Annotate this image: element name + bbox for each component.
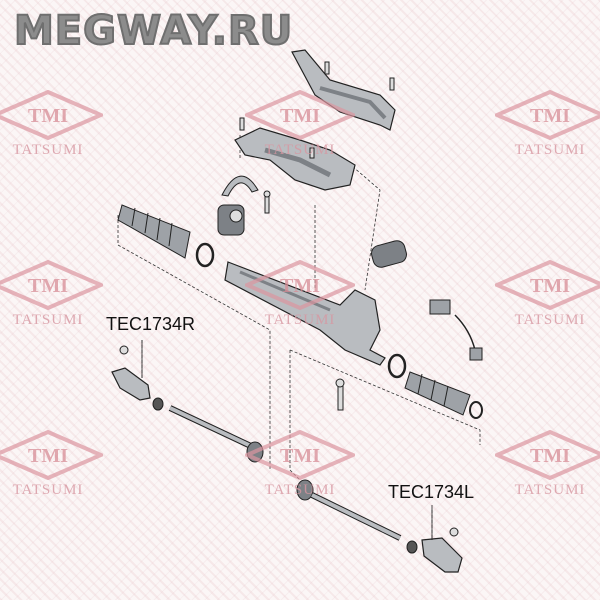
tie-rod-end-left bbox=[406, 527, 463, 573]
tie-rod-end-right bbox=[111, 345, 164, 411]
site-watermark: MEGWAY.RU bbox=[13, 7, 294, 55]
part-label-tec1734l: TEC1734L bbox=[388, 482, 475, 502]
left-boot bbox=[117, 204, 215, 268]
inner-tie-rod-left bbox=[296, 479, 402, 541]
inner-tie-rod-right bbox=[168, 405, 264, 463]
upper-heat-shield bbox=[291, 49, 396, 131]
bolts bbox=[239, 61, 395, 411]
guide-lines bbox=[117, 135, 481, 540]
right-boot bbox=[387, 353, 483, 419]
rack-housing bbox=[224, 261, 386, 366]
mounting-clamp bbox=[221, 175, 259, 197]
pinion-seal bbox=[371, 240, 407, 268]
sensor-connector bbox=[429, 299, 483, 361]
part-label-tec1734r: TEC1734R bbox=[106, 314, 196, 334]
